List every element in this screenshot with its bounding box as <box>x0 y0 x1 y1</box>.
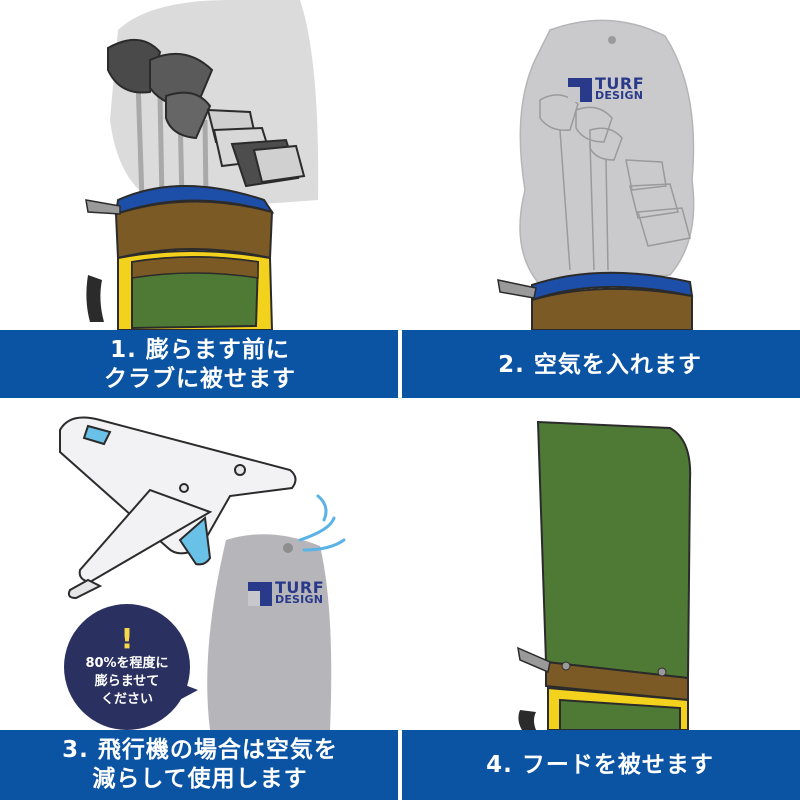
turf-design-logo-icon: TURF DESIGN <box>248 578 325 606</box>
step-1-line-1: 1. 膨らます前に <box>110 337 290 363</box>
step-3-panel: TURF DESIGN 3. 飛行機の場合は空気を 減らして使用します <box>0 400 400 800</box>
tip-line-2: 膨らませて <box>94 674 160 689</box>
air-escape-icon <box>298 494 346 552</box>
step-2-panel: TURF DESIGN 2. 空気を入れます <box>400 0 800 400</box>
step-3-line-2: 減らして使用します <box>92 766 308 792</box>
tip-bubble: ! 80%を程度に 膨らませて ください <box>64 604 190 730</box>
step-3-caption: 3. 飛行機の場合は空気を 減らして使用します <box>0 730 400 800</box>
step-2-line-1: 2. 空気を入れます <box>498 351 702 378</box>
bag-side-strap <box>86 275 104 322</box>
horizontal-divider <box>0 398 800 402</box>
step-1-line-2: クラブに被せます <box>104 366 296 392</box>
airplane-icon <box>59 416 297 600</box>
air-valve-icon <box>283 543 293 553</box>
logo-square-icon <box>568 78 592 102</box>
inflated-hood-shape <box>519 19 695 286</box>
step-4-panel: 4. フードを被せます <box>400 400 800 800</box>
step-2-caption: 2. 空気を入れます <box>400 330 800 400</box>
step-1-caption: 1. 膨らます前に クラブに被せます <box>0 330 400 400</box>
deflated-cover-shape <box>207 534 332 730</box>
logo-line-1: TURF <box>275 578 325 597</box>
hood-rivet <box>657 667 667 677</box>
bag-brown-band <box>114 200 274 260</box>
turf-design-logo-icon: TURF DESIGN <box>568 74 645 102</box>
logo-line-2: DESIGN <box>275 593 324 606</box>
bag-handle <box>497 279 537 299</box>
logo-line-2: DESIGN <box>595 89 644 102</box>
bag-handle <box>517 646 551 674</box>
bag-with-hood-illustration <box>517 420 692 731</box>
step-4-line-1: 4. フードを被せます <box>486 751 714 778</box>
bag-pocket-trim <box>131 256 259 279</box>
airplane-and-deflated-cover-illustration <box>59 416 346 730</box>
bag-side-strap <box>518 710 536 730</box>
step-1-panel: 1. 膨らます前に クラブに被せます <box>0 0 400 400</box>
step-4-caption: 4. フードを被せます <box>400 730 800 800</box>
logo-square-icon <box>248 582 272 606</box>
hood-body <box>536 420 692 680</box>
exclamation-icon: ! <box>120 622 134 655</box>
bag-brown-band <box>531 287 693 331</box>
logo-line-1: TURF <box>595 74 645 93</box>
hood-rivet <box>561 661 571 671</box>
air-valve-icon <box>608 36 616 44</box>
tip-line-3: ください <box>100 692 153 707</box>
golf-club-icon <box>539 94 691 271</box>
golf-club-icon <box>107 39 306 201</box>
tip-line-1: 80%を程度に <box>85 656 169 671</box>
step-3-line-1: 3. 飛行機の場合は空気を <box>62 737 338 763</box>
bag-with-cover-illustration <box>85 0 319 331</box>
bag-handle <box>85 199 121 215</box>
inflated-cover-illustration <box>497 19 695 331</box>
tip-bubble-tail <box>172 680 198 704</box>
